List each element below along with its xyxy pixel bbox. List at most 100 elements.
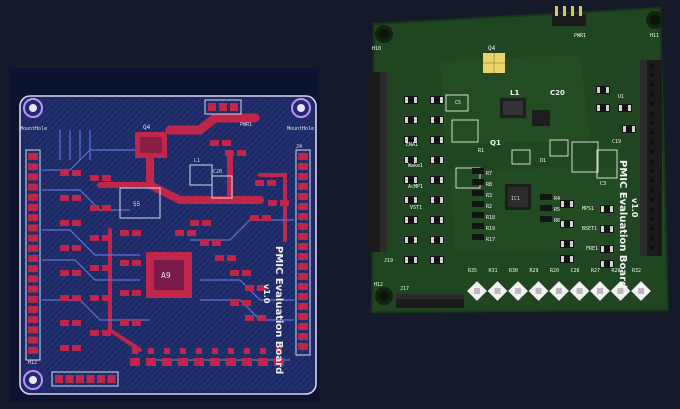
header-pin xyxy=(650,92,653,96)
smd-part xyxy=(430,256,444,264)
smd-terminal xyxy=(597,105,600,111)
svg-text:Q4: Q4 xyxy=(143,124,151,131)
led-lens xyxy=(576,288,583,294)
smd-pad xyxy=(72,170,81,176)
smd-terminal xyxy=(440,177,443,183)
led-lens xyxy=(535,288,542,294)
header-pad xyxy=(298,313,308,320)
header-pad xyxy=(298,263,308,270)
smd-pad xyxy=(72,320,81,326)
smd-terminal xyxy=(601,206,604,212)
smd-terminal xyxy=(610,226,613,232)
smd-pad xyxy=(237,150,246,156)
header-pad xyxy=(55,375,63,383)
resistor-label: R18 xyxy=(486,215,495,221)
smd-part xyxy=(430,136,444,144)
led-pad xyxy=(130,358,140,366)
smd-terminal xyxy=(601,246,604,252)
render-q4: Q4 xyxy=(483,45,505,73)
smd-pad xyxy=(242,270,251,276)
header-pad xyxy=(298,343,308,350)
layout-board-title: PMIC Evaluation Board v1.0 xyxy=(262,246,284,374)
led-resistor-pad xyxy=(260,348,266,354)
smd-pad xyxy=(280,200,289,206)
led-label: C26 xyxy=(571,268,580,274)
render-j19-label: J19 xyxy=(384,258,393,264)
smd-terminal xyxy=(610,206,613,212)
smd-terminal xyxy=(610,246,613,252)
layout-mounthole-label-tr: MountHole xyxy=(287,126,314,132)
render-ena1-label: ENA1 xyxy=(406,142,418,148)
smd-part xyxy=(430,116,444,124)
smd-terminal xyxy=(570,256,573,262)
led-pad xyxy=(242,358,252,366)
smd-pad xyxy=(227,255,236,261)
header-pad xyxy=(28,346,38,354)
svg-text:L1: L1 xyxy=(194,158,200,164)
header-pin xyxy=(650,160,653,163)
render-wake1-label: Wake1 xyxy=(408,163,423,169)
header-pad xyxy=(28,255,38,262)
layout-right-header xyxy=(295,149,311,356)
svg-text:Q1: Q1 xyxy=(490,139,501,147)
smd-part xyxy=(600,260,614,268)
header-pin xyxy=(650,217,653,221)
smd-pad xyxy=(250,215,259,221)
svg-text:v1.0: v1.0 xyxy=(630,198,639,218)
layout-mount-hole-bl xyxy=(23,370,43,390)
render-mount-hole-bl xyxy=(375,287,393,305)
smd-terminal xyxy=(561,241,564,247)
smd-terminal xyxy=(606,87,609,93)
led-pad xyxy=(274,358,284,366)
layout-mount-hole-tl xyxy=(23,98,43,118)
header-pin xyxy=(650,179,653,183)
header-pad xyxy=(65,375,74,383)
render-ic1: IC1 xyxy=(505,184,531,210)
smd-pad xyxy=(60,270,69,276)
smd-part xyxy=(430,176,444,184)
smd-terminal xyxy=(405,257,408,263)
smd-pad xyxy=(102,235,111,241)
smd-terminal xyxy=(570,241,573,247)
smd-pad xyxy=(222,140,231,146)
led-label: R20 xyxy=(550,268,559,274)
header-pin xyxy=(650,169,653,173)
smd-terminal xyxy=(405,117,408,123)
svg-text:S5: S5 xyxy=(133,201,141,208)
smd-terminal xyxy=(610,261,613,267)
render-mount-hole-tl xyxy=(375,25,393,43)
smd-terminal xyxy=(440,237,443,243)
smd-terminal xyxy=(606,105,609,111)
smd-pad xyxy=(132,260,141,266)
led-label: R29 xyxy=(530,268,539,274)
smd-part xyxy=(618,104,632,112)
svg-text:C20: C20 xyxy=(550,89,565,97)
led-resistor-pad xyxy=(244,348,250,354)
header-pad xyxy=(298,283,308,290)
smd-part xyxy=(430,96,444,104)
led-resistor-pad xyxy=(212,348,218,354)
led-label: R35 xyxy=(468,268,477,274)
render-left-header xyxy=(367,72,387,252)
smd-pad xyxy=(132,230,141,236)
smd-part xyxy=(404,196,418,204)
smd-pad xyxy=(102,295,111,301)
resistor-label: R17 xyxy=(486,237,495,243)
smd-terminal xyxy=(570,221,573,227)
render-j17-label: J17 xyxy=(400,286,409,292)
smd-terminal xyxy=(431,237,434,243)
header-pad xyxy=(298,203,308,210)
header-pad xyxy=(298,243,308,250)
smd-terminal xyxy=(431,197,434,203)
smd-pad xyxy=(60,220,69,226)
header-pin xyxy=(650,83,653,87)
led-pad xyxy=(146,358,156,366)
header-pin xyxy=(650,208,653,211)
smd-pad xyxy=(120,230,129,236)
smd-pad xyxy=(102,175,111,181)
